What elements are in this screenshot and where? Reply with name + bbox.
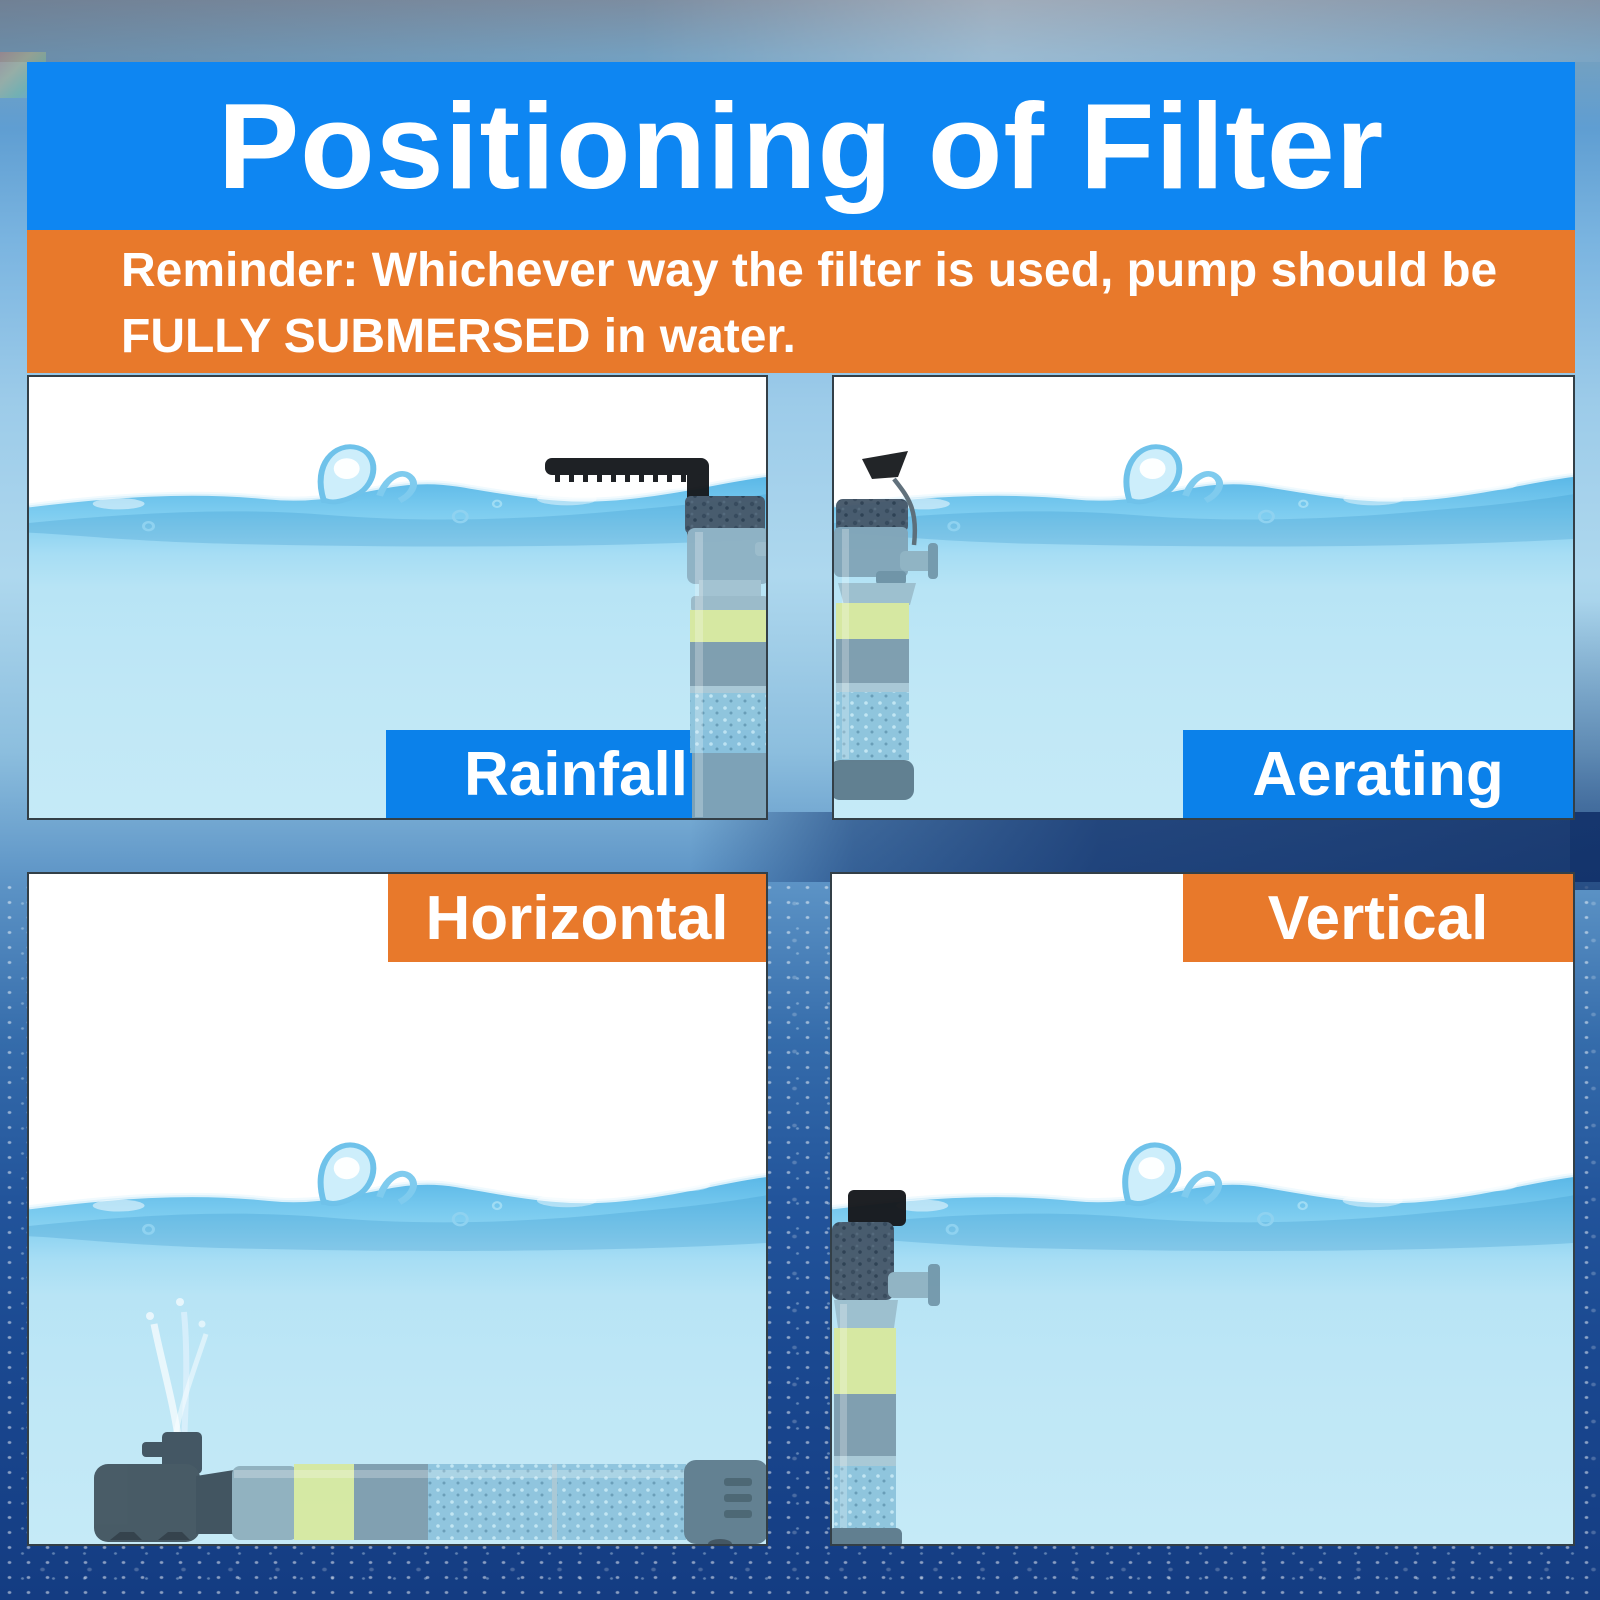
pump-head — [685, 496, 765, 534]
panel-label-aerating: Aerating — [1183, 730, 1573, 818]
title-banner: Positioning of Filter — [27, 62, 1575, 230]
suction-arm — [888, 1272, 934, 1298]
bottom-cap — [834, 760, 914, 800]
fountain-spray — [146, 1298, 209, 1445]
panel-rainfall: Rainfall — [27, 375, 768, 820]
panel-label-text: Aerating — [1252, 739, 1504, 809]
pump-body — [687, 528, 766, 584]
pump-head — [836, 499, 908, 533]
horizontal-filter-illustration — [94, 1298, 766, 1544]
background-dark-wave-band — [690, 812, 1600, 882]
lower-canister — [692, 753, 766, 818]
blue-sponge-band — [834, 1466, 896, 1530]
reminder-banner: Reminder: Whichever way the filter is us… — [27, 230, 1575, 373]
suction-arm — [755, 542, 766, 556]
panel-aerating: Aerating — [832, 375, 1575, 820]
pump-head — [832, 1222, 894, 1300]
outlet-nozzle — [876, 571, 906, 585]
air-intake-funnel — [862, 451, 908, 479]
panel-label-text: Horizontal — [425, 883, 729, 953]
rainfall-filter-illustration — [545, 458, 766, 818]
panel-label-text: Vertical — [1267, 883, 1489, 953]
end-cap — [684, 1460, 766, 1544]
panel-label-vertical: Vertical — [1183, 874, 1573, 962]
panel-label-horizontal: Horizontal — [388, 874, 766, 962]
pump-body — [834, 527, 908, 577]
suction-foot — [158, 1532, 190, 1540]
yellow-sponge-band — [690, 610, 766, 642]
page-title: Positioning of Filter — [217, 78, 1385, 214]
spray-bar — [545, 458, 705, 475]
water-body — [832, 1290, 1573, 1544]
pump-body — [94, 1464, 200, 1542]
reminder-line-2: FULLY SUBMERSED in water. — [121, 310, 796, 363]
blue-sponge-band — [836, 692, 909, 760]
air-tube — [892, 477, 918, 546]
suction-foot — [110, 1532, 142, 1540]
bottom-cap — [832, 1528, 902, 1544]
spray-bar-teeth — [555, 473, 686, 482]
background-right-shadow — [1570, 600, 1600, 890]
yellow-sponge-band — [834, 1328, 896, 1394]
vertical-filter-illustration — [832, 1190, 940, 1544]
reminder-text: Reminder: Whichever way the filter is us… — [121, 238, 1535, 370]
aerating-filter-illustration — [834, 451, 938, 800]
reminder-line-1: Reminder: Whichever way the filter is us… — [121, 244, 1498, 297]
yellow-sponge-band — [294, 1464, 356, 1540]
mounting-bracket — [848, 1190, 906, 1226]
yellow-sponge-band — [836, 603, 909, 639]
background-sky-sheen — [0, 0, 1600, 62]
blue-sponge-band — [690, 693, 766, 753]
water-surface-wave — [29, 1124, 766, 1294]
panel-horizontal: Horizontal — [27, 872, 768, 1546]
panel-vertical: Vertical — [830, 872, 1575, 1546]
panel-label-text: Rainfall — [464, 739, 688, 809]
outlet-nozzle — [162, 1432, 202, 1474]
